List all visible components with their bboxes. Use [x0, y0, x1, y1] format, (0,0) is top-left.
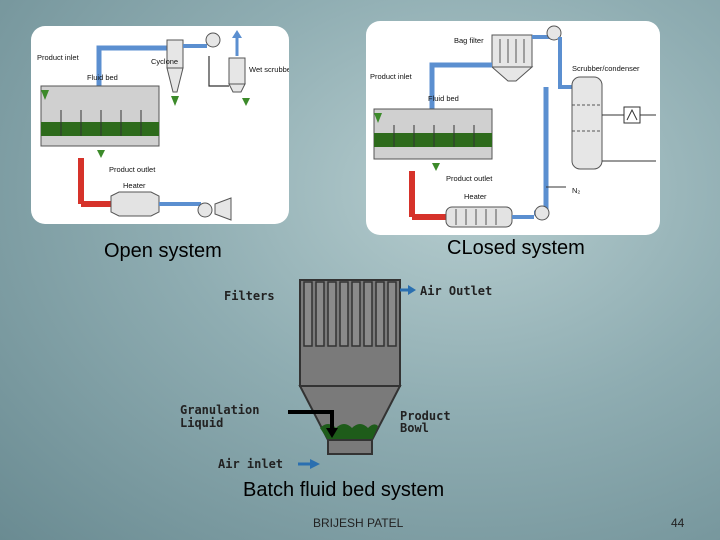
batch-filter-housing — [299, 279, 401, 387]
open-scrubber-base — [228, 83, 246, 93]
open-label-heater: Heater — [123, 181, 146, 190]
open-outlet-arrow — [97, 150, 105, 158]
batch-air-outlet-arrow — [408, 285, 416, 295]
open-inlet-arrow — [41, 90, 49, 100]
open-blue-duct-top — [96, 45, 171, 88]
batch-label-liquid: Liquid — [180, 416, 223, 430]
closed-outlet-arrow — [432, 163, 440, 171]
closed-system-schematic: Bag filter Scrubber/condenser Product in… — [370, 25, 656, 228]
batch-label-air-inlet: Air inlet — [218, 457, 283, 471]
open-label-cyclone: Cyclone — [151, 57, 178, 66]
open-label-product-outlet: Product outlet — [109, 165, 156, 174]
closed-label-fluid-bed: Fluid bed — [428, 94, 459, 103]
batch-label-bowl: Bowl — [400, 421, 429, 435]
closed-return-duct — [534, 87, 549, 216]
open-fan-icon — [205, 32, 221, 48]
open-scrubber-green-arrow — [242, 98, 250, 106]
footer-author: BRIJESH PATEL — [313, 516, 404, 530]
open-exhaust-arrow — [232, 30, 242, 38]
batch-label-granulation: Granulation — [180, 403, 259, 417]
closed-label-product-outlet: Product outlet — [446, 174, 493, 183]
closed-system-diagram: Bag filter Scrubber/condenser Product in… — [366, 21, 660, 235]
closed-bag-filter — [491, 34, 533, 68]
batch-system-caption: Batch fluid bed system — [243, 479, 445, 501]
page-number: 44 — [671, 516, 685, 530]
batch-label-product: Product — [400, 409, 451, 423]
closed-label-heater: Heater — [464, 192, 487, 201]
open-system-schematic: Product inlet Fluid bed Cyclone Wet scru… — [37, 30, 289, 221]
batch-label-air-outlet: Air Outlet — [420, 284, 492, 298]
batch-liquid-pipe — [288, 410, 334, 430]
closed-scrubber-condenser — [571, 76, 603, 170]
closed-label-product-inlet: Product inlet — [370, 72, 413, 81]
open-system-caption: Open system — [104, 240, 222, 262]
batch-air-chamber — [327, 439, 373, 455]
open-label-product-inlet: Product inlet — [37, 53, 80, 62]
closed-fan-top — [546, 25, 562, 41]
open-cyclone-cone — [166, 67, 184, 93]
open-heater — [110, 191, 160, 217]
closed-system-caption: CLosed system — [447, 237, 585, 259]
batch-label-filters: Filters — [224, 289, 275, 303]
closed-label-n2: N₂ — [572, 186, 580, 195]
batch-air-inlet-arrow — [310, 459, 320, 469]
batch-filter-bags — [303, 281, 397, 347]
closed-blue-duct-top — [429, 62, 492, 109]
closed-bed-green — [374, 133, 492, 147]
open-cyclone-green-arrow — [171, 96, 179, 106]
open-label-wet-scrubber: Wet scrubber — [249, 65, 289, 74]
batch-fluid-bed-diagram: Filters Air Outlet Granulation Liquid Pr… — [180, 279, 492, 471]
closed-label-bag-filter: Bag filter — [454, 36, 484, 45]
open-scrubber-pipe — [208, 56, 229, 87]
open-system-diagram: Product inlet Fluid bed Cyclone Wet scru… — [31, 26, 289, 224]
closed-label-scrubber-condenser: Scrubber/condenser — [572, 64, 640, 73]
closed-fan-bottom — [534, 205, 550, 221]
open-label-fluid-bed: Fluid bed — [87, 73, 118, 82]
open-scrubber-body — [228, 57, 246, 85]
open-air-intake — [214, 197, 232, 221]
open-bed-green — [41, 122, 159, 136]
closed-inlet-arrow — [374, 113, 382, 123]
open-inlet-fan — [197, 202, 213, 218]
